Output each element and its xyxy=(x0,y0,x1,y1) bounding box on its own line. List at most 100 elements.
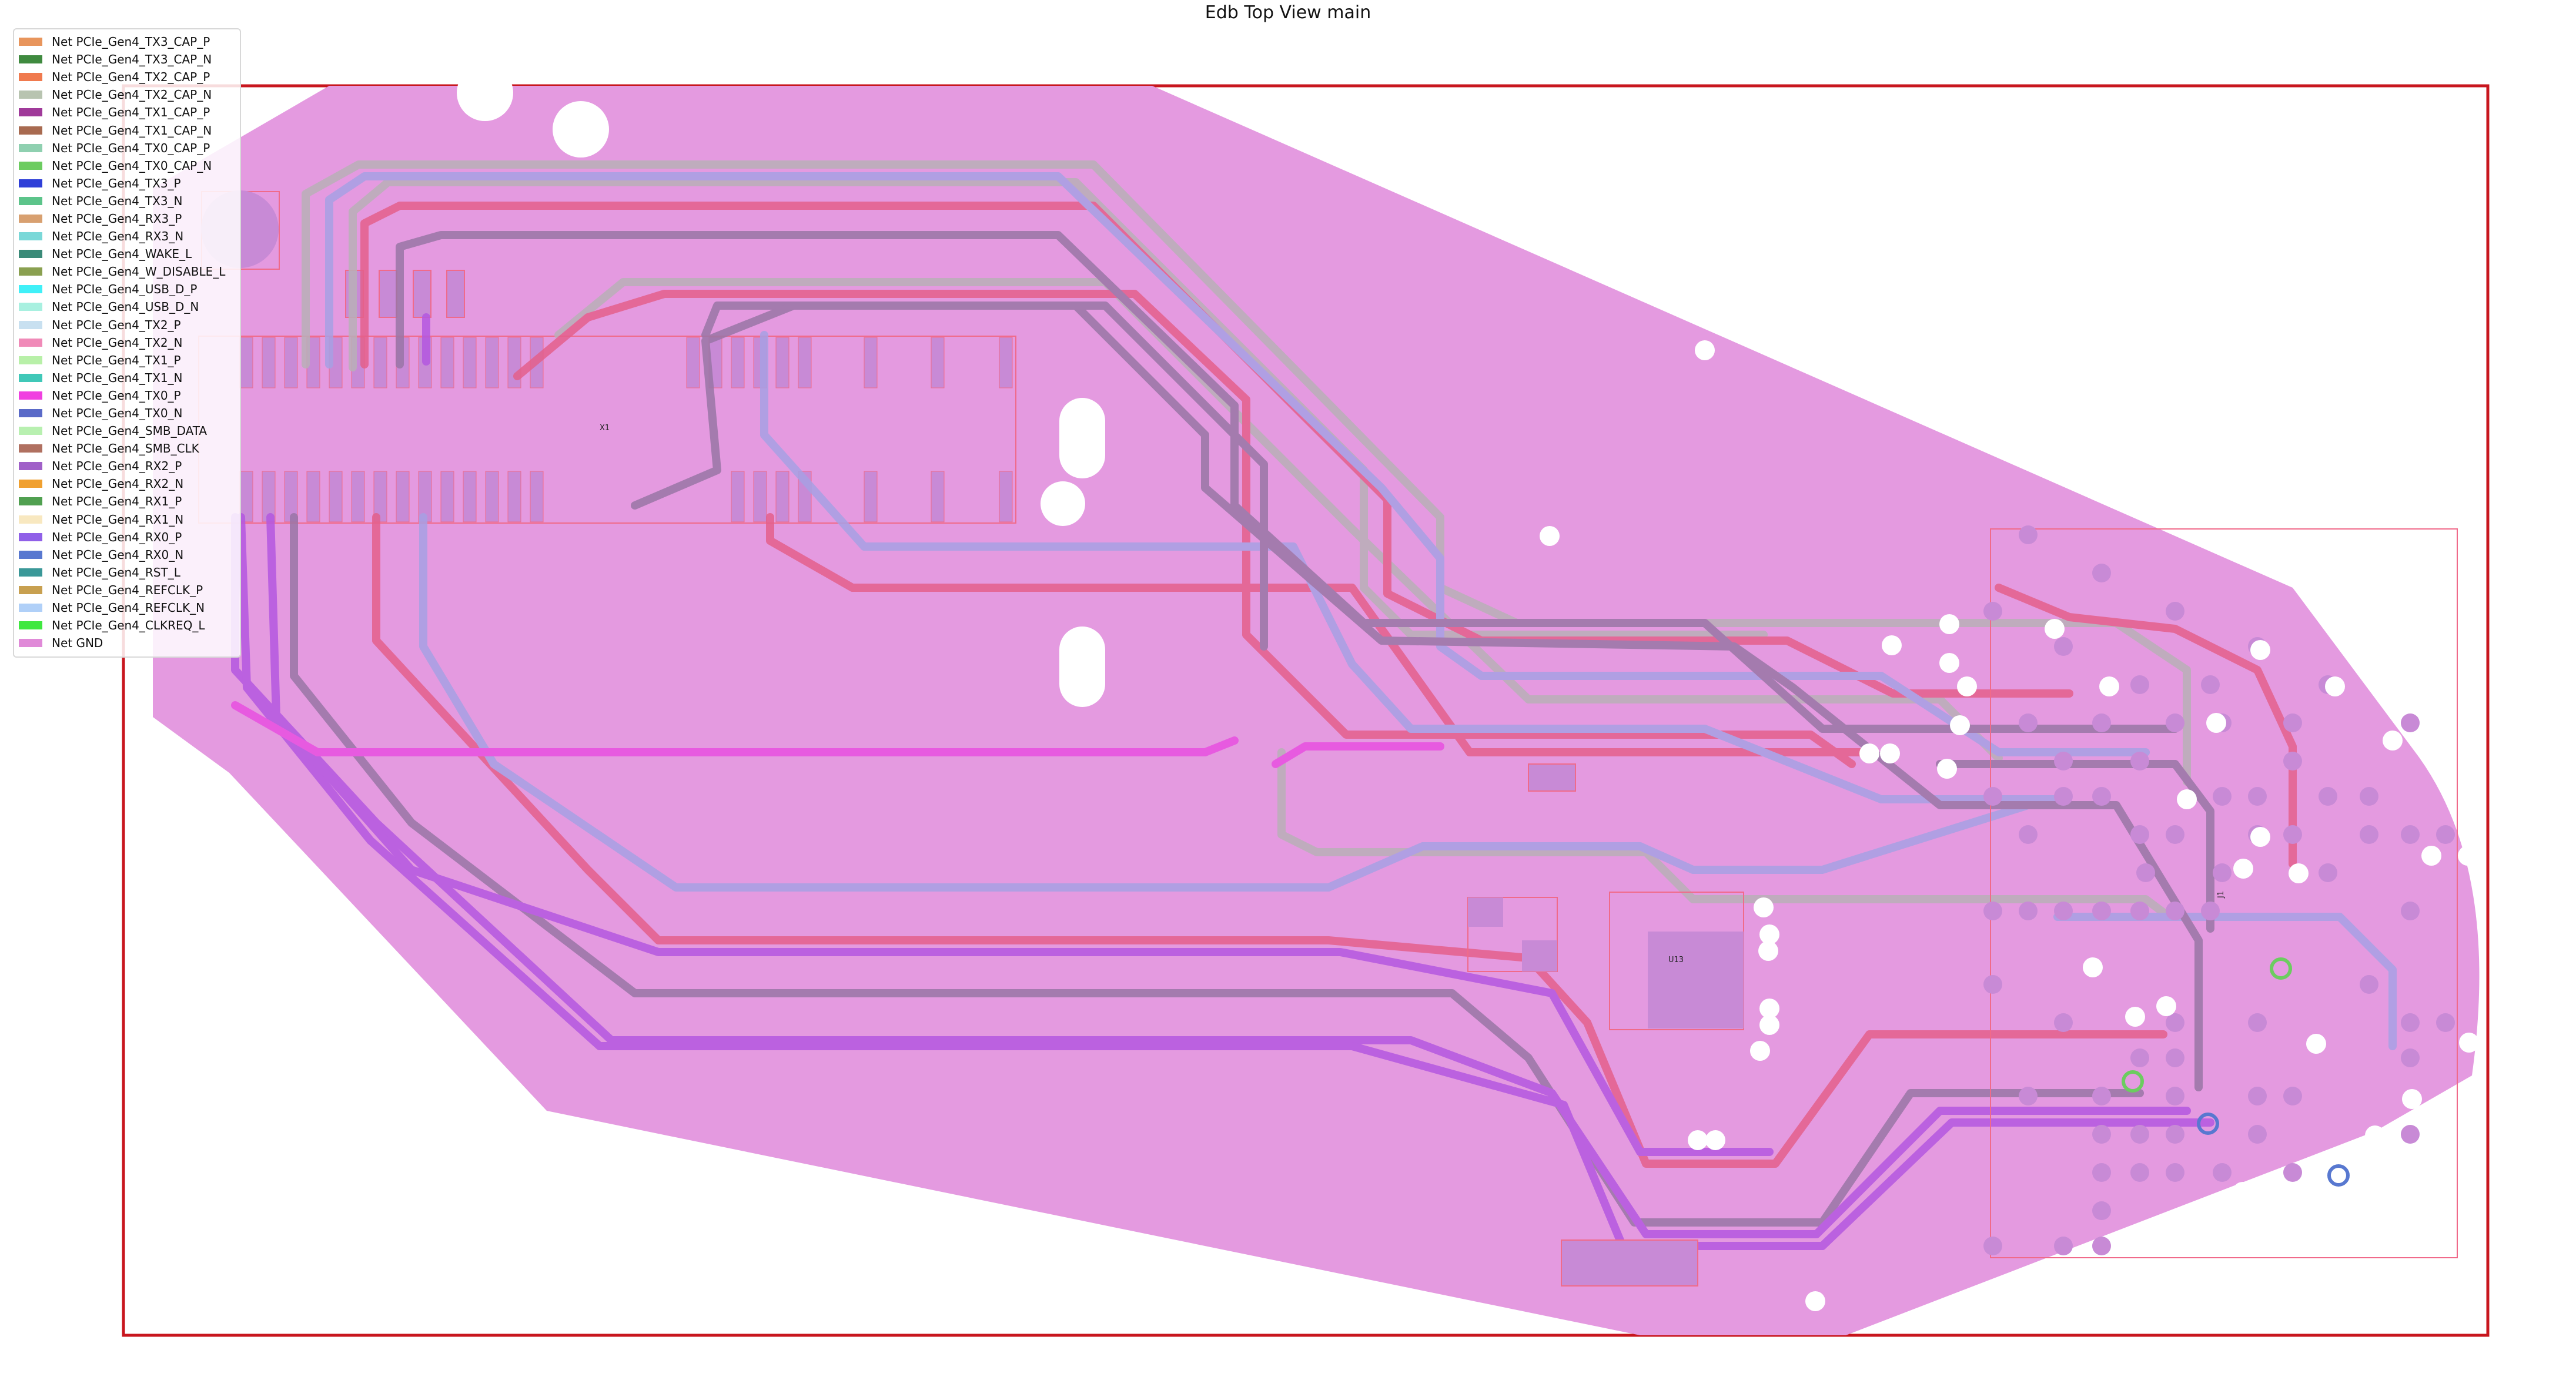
legend-label: Net PCIe_Gen4_TX1_P xyxy=(52,353,181,367)
via-pad xyxy=(2401,1013,2420,1032)
legend-entry: Net PCIe_Gen4_RX3_N xyxy=(19,227,235,245)
legend-entry: Net PCIe_Gen4_RX1_N xyxy=(19,511,235,528)
connector-pin xyxy=(686,337,700,388)
drill-hole xyxy=(1939,653,1959,673)
legend-entry: Net PCIe_Gen4_TX2_N xyxy=(19,334,235,351)
legend-label: Net PCIe_Gen4_TX3_CAP_N xyxy=(52,52,212,67)
via-pad xyxy=(2166,1163,2184,1182)
via-pad xyxy=(2283,825,2302,844)
via-pad xyxy=(2092,1237,2111,1255)
trace-magenta xyxy=(231,701,1239,756)
legend-label: Net PCIe_Gen4_TX3_P xyxy=(52,176,181,190)
legend-swatch xyxy=(19,532,42,541)
component-pad xyxy=(1468,897,1503,927)
mount-hole xyxy=(553,101,609,158)
connector-pin xyxy=(999,337,1013,388)
trace-pink xyxy=(360,202,2073,698)
legend-label: Net PCIe_Gen4_RX0_P xyxy=(52,530,182,544)
legend-swatch xyxy=(19,91,42,99)
via-pad xyxy=(2130,1048,2149,1067)
connector-pin xyxy=(284,337,298,388)
connector-pin xyxy=(999,471,1013,522)
drill-hole xyxy=(1957,676,1977,696)
legend-swatch xyxy=(19,373,42,382)
legend-label: Net PCIe_Gen4_RX0_N xyxy=(52,547,184,562)
legend-label: Net PCIe_Gen4_RX1_P xyxy=(52,494,182,509)
trace-dark xyxy=(631,301,1268,651)
legend-swatch xyxy=(19,639,42,648)
connector-pin xyxy=(731,337,745,388)
legend-swatch xyxy=(19,585,42,594)
legend-label: Net PCIe_Gen4_SMB_DATA xyxy=(52,424,208,438)
connector-pin xyxy=(262,337,276,388)
connector-pin xyxy=(507,337,521,388)
via-pad xyxy=(2130,675,2149,694)
connector-pin xyxy=(396,471,410,522)
legend-swatch xyxy=(19,267,42,276)
via-pad xyxy=(2213,863,2232,882)
legend-entry: Net PCIe_Gen4_W_DISABLE_L xyxy=(19,263,235,280)
legend-label: Net PCIe_Gen4_TX0_P xyxy=(52,388,181,403)
legend-label: Net PCIe_Gen4_TX0_N xyxy=(52,406,183,421)
legend-swatch xyxy=(19,108,42,117)
via-pad xyxy=(2401,902,2420,920)
connector-pin xyxy=(775,471,789,522)
trace-blue xyxy=(2053,913,2397,1050)
drill-hole xyxy=(1859,743,1879,763)
legend-swatch xyxy=(19,338,42,347)
drill-hole xyxy=(1939,614,1959,634)
legend-entry: Net PCIe_Gen4_TX1_N xyxy=(19,369,235,387)
legend-swatch xyxy=(19,161,42,170)
legend-swatch xyxy=(19,303,42,311)
via-pad xyxy=(2283,713,2302,732)
legend-label: Net PCIe_Gen4_TX1_CAP_P xyxy=(52,105,210,120)
connector-pin xyxy=(373,337,387,388)
small-component xyxy=(1528,763,1576,792)
via-pad xyxy=(2248,787,2267,806)
legend-entry: Net PCIe_Gen4_TX2_CAP_N xyxy=(19,86,235,103)
via-pad xyxy=(2092,1087,2111,1105)
connector-pin xyxy=(485,471,499,522)
via-pad xyxy=(2092,564,2111,582)
via-pad xyxy=(2019,525,2038,544)
legend-swatch xyxy=(19,444,42,453)
legend-swatch xyxy=(19,285,42,294)
drill-hole xyxy=(2157,1221,2177,1241)
ic-u13-label: U13 xyxy=(1668,956,1684,964)
legend-entry: Net PCIe_Gen4_WAKE_L xyxy=(19,245,235,263)
via-pad xyxy=(2136,863,2155,882)
connector-pin xyxy=(931,471,945,522)
via-pad xyxy=(2054,1237,2073,1255)
via-pad xyxy=(2019,713,2038,732)
legend-swatch xyxy=(19,55,42,64)
drill-hole xyxy=(1950,715,1970,735)
legend-swatch xyxy=(19,480,42,488)
legend-swatch xyxy=(19,462,42,471)
via-pad xyxy=(2360,975,2378,994)
connector-pin xyxy=(239,337,253,388)
drill-hole xyxy=(2459,1033,2479,1053)
legend-label: Net PCIe_Gen4_SMB_CLK xyxy=(52,441,199,456)
legend-label: Net PCIe_Gen4_TX2_CAP_P xyxy=(52,70,210,85)
via-pad xyxy=(2130,1163,2149,1182)
via-pad xyxy=(2092,1125,2111,1144)
via-pad xyxy=(2092,787,2111,806)
legend-swatch xyxy=(19,214,42,223)
via-pad xyxy=(2019,1087,2038,1105)
legend-entry: Net PCIe_Gen4_SMB_DATA xyxy=(19,422,235,440)
via-pad xyxy=(2319,787,2337,806)
legend-entry: Net PCIe_Gen4_TX0_P xyxy=(19,387,235,404)
legend-entry: Net PCIe_Gen4_TX0_N xyxy=(19,404,235,422)
via-pad xyxy=(2130,825,2149,844)
drill-hole xyxy=(2206,713,2226,733)
slot-hole xyxy=(1059,398,1105,478)
legend-label: Net PCIe_Gen4_RX2_P xyxy=(52,459,182,474)
connector-pin xyxy=(731,471,745,522)
legend-entry: Net PCIe_Gen4_RX1_P xyxy=(19,493,235,510)
via-pad xyxy=(2248,1087,2267,1105)
drill-hole xyxy=(2125,1007,2145,1027)
via-pad xyxy=(2283,752,2302,770)
via-pad xyxy=(2401,825,2420,844)
legend-entry: Net PCIe_Gen4_TX3_P xyxy=(19,175,235,192)
